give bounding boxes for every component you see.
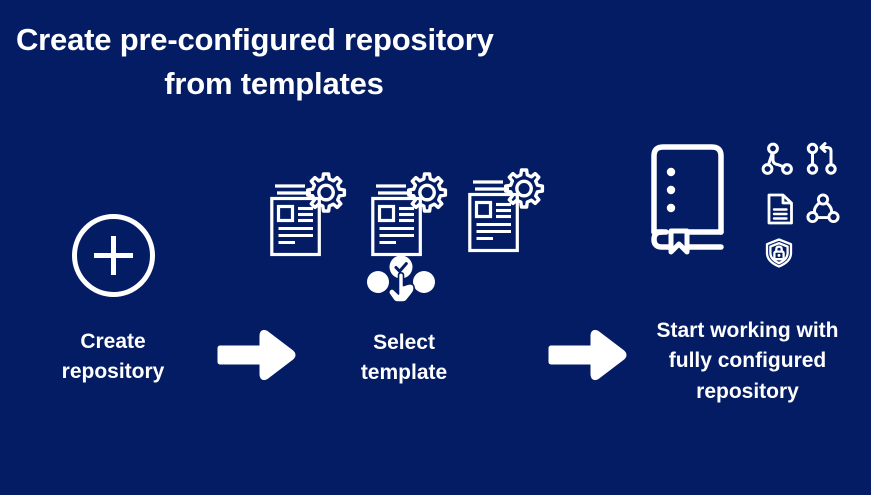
title-line-2: from templates [164,66,384,102]
file-document-icon [764,192,798,226]
step-label-configured-repository: Start working with fully configured repo… [656,319,839,403]
page-title: Create pre-configured repository from te… [10,18,538,106]
step-label-create-repository: Create repository [61,330,165,384]
document-gear-icon [468,165,546,253]
hand-select-check-icon [367,253,435,303]
arrow-right-icon [217,329,296,381]
step-label-select-template: Select template [360,331,448,385]
shield-lock-icon [764,238,794,268]
document-gear-icon [371,169,449,257]
template-icons-group [270,165,550,257]
arrow-right-icon [548,329,627,381]
document-gear-icon [270,169,348,257]
book-repository-icon [646,140,738,255]
title-line-1: Create pre-configured repository [16,22,494,57]
git-branch-icon [761,142,796,176]
pull-request-icon [806,142,840,176]
plus-circle-icon [71,213,156,298]
webhook-icon [806,192,840,226]
feature-icons-group [756,142,852,272]
